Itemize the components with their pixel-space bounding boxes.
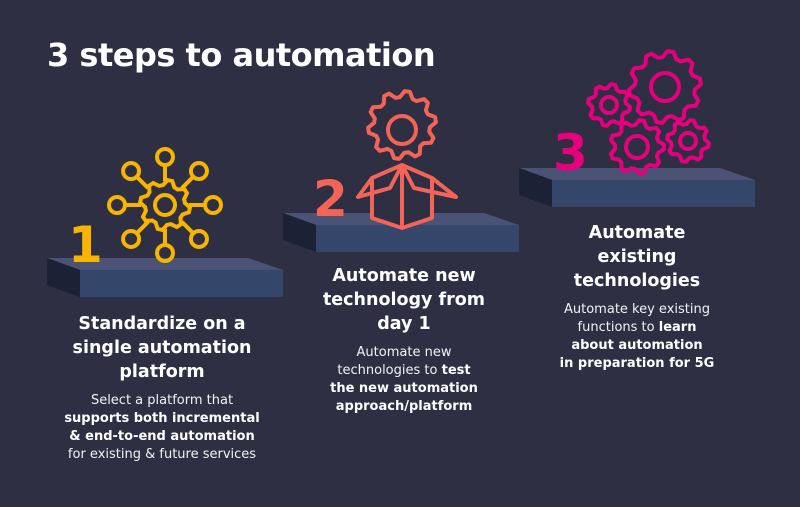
title-line: technology from bbox=[322, 290, 486, 310]
spoke bbox=[180, 175, 195, 190]
description-text: in preparation for 5G bbox=[559, 356, 715, 371]
node-circle bbox=[121, 161, 142, 182]
gear-shape bbox=[665, 118, 711, 164]
step-1-text: Standardize on a single automation platf… bbox=[64, 312, 259, 464]
spoke bbox=[135, 175, 150, 190]
description-line: approach/platform bbox=[323, 398, 485, 416]
description-text: test bbox=[441, 363, 471, 378]
title-line: Automate bbox=[588, 223, 686, 243]
hub-circle bbox=[153, 193, 177, 217]
gear-shape bbox=[137, 177, 193, 233]
description-line: Select a platform that bbox=[64, 392, 259, 410]
network-gear-icon bbox=[107, 147, 223, 263]
platform-1 bbox=[47, 258, 283, 297]
description-text: Automate new bbox=[356, 345, 452, 360]
gear-shape bbox=[608, 118, 666, 176]
platform-2 bbox=[283, 213, 519, 252]
gear-hole bbox=[649, 71, 681, 103]
description-text: technologies to bbox=[337, 363, 442, 378]
platform-3 bbox=[519, 168, 755, 207]
step-number-2: 2 bbox=[313, 170, 348, 228]
step-title: Standardize on a single automation platf… bbox=[64, 312, 259, 384]
title-line: single automation bbox=[72, 338, 252, 358]
step-number-3: 3 bbox=[553, 124, 588, 182]
description-line: technologies to test bbox=[323, 362, 485, 380]
node-circle bbox=[155, 243, 175, 263]
description-line: & end-to-end automation bbox=[64, 428, 259, 446]
description-text: functions to bbox=[577, 320, 659, 335]
description-line: the new automation bbox=[323, 380, 485, 398]
description-line: in preparation for 5G bbox=[560, 355, 715, 373]
node-circle bbox=[107, 195, 127, 215]
description-line: supports both incremental bbox=[64, 410, 259, 428]
page-title: 3 steps to automation bbox=[47, 36, 436, 74]
title-line: Standardize on a bbox=[78, 314, 246, 334]
gear-hole bbox=[678, 131, 698, 151]
title-line: existing bbox=[597, 247, 677, 267]
title-line: Automate new bbox=[332, 266, 476, 286]
node-circle bbox=[121, 228, 142, 249]
description-line: for existing & future services bbox=[64, 446, 259, 464]
node-circle bbox=[155, 147, 175, 167]
spoke bbox=[180, 220, 195, 235]
description-text: & end-to-end automation bbox=[69, 429, 255, 444]
gears-icon bbox=[586, 49, 711, 176]
gear-hole bbox=[624, 134, 650, 160]
step-title: Automate existing technologies bbox=[560, 221, 715, 293]
step-3-text: Automate existing technologies Automate … bbox=[560, 221, 715, 373]
gear-hole bbox=[599, 95, 619, 115]
description-line: about automation bbox=[560, 337, 715, 355]
step-number-1: 1 bbox=[68, 216, 103, 274]
description-line: functions to learn bbox=[560, 319, 715, 337]
description-text: approach/platform bbox=[335, 399, 473, 414]
description-text: Select a platform that bbox=[90, 393, 234, 408]
gear-shape bbox=[586, 82, 632, 128]
description-text: Automate key existing bbox=[564, 302, 710, 317]
title-line: platform bbox=[119, 362, 205, 382]
title-line: day 1 bbox=[377, 314, 431, 334]
step-description: Select a platform that supports both incr… bbox=[64, 392, 259, 464]
node-circle bbox=[203, 195, 223, 215]
description-text: the new automation bbox=[330, 381, 478, 396]
node-circle bbox=[188, 161, 209, 182]
gear-shape bbox=[627, 49, 703, 125]
description-text: supports both incremental bbox=[64, 411, 260, 426]
gear-box-icon bbox=[356, 89, 458, 230]
title-line: technologies bbox=[573, 271, 701, 291]
description-text: for existing & future services bbox=[67, 447, 257, 462]
node-circle bbox=[188, 228, 209, 249]
spoke bbox=[135, 220, 150, 235]
description-text: learn bbox=[658, 320, 697, 335]
step-2-text: Automate new technology from day 1 Autom… bbox=[323, 264, 485, 416]
description-text: about automation bbox=[571, 338, 703, 353]
description-line: Automate key existing bbox=[560, 301, 715, 319]
description-line: Automate new bbox=[323, 344, 485, 362]
step-title: Automate new technology from day 1 bbox=[323, 264, 485, 336]
